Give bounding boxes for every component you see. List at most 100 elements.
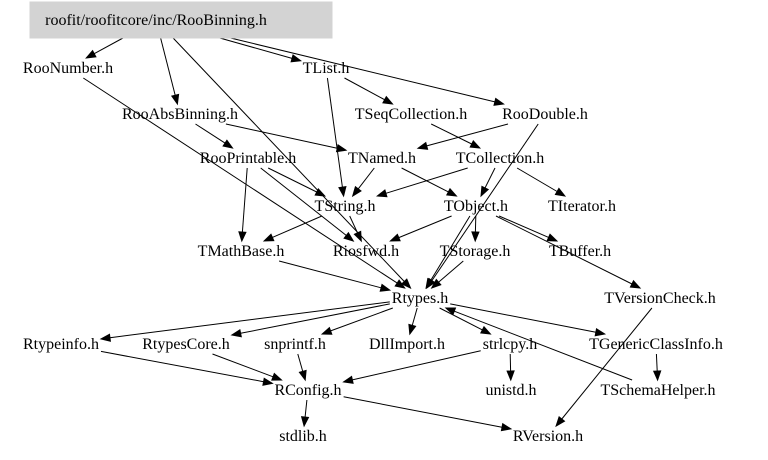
node-label-rtypes[interactable]: Rtypes.h (392, 290, 448, 307)
arrowhead-icon (99, 333, 111, 342)
arrowhead-icon (469, 140, 482, 149)
edges-layer (83, 37, 662, 432)
edge-roo-abs-binning-to-tnamed (225, 123, 338, 149)
arrowhead-icon (555, 415, 566, 428)
arrowhead-icon (554, 187, 567, 197)
edge-tcollection-to-tobject (484, 167, 496, 189)
edge-roo-printable-to-tstring (267, 167, 317, 193)
node-label-roo-abs-binning[interactable]: RooAbsBinning.h (122, 106, 238, 123)
edge-root-to-roo-abs-binning (160, 37, 176, 96)
edge-tobject-to-riosfwd (398, 215, 452, 239)
edge-tstring-to-riosfwd (349, 215, 358, 234)
arrowhead-icon (375, 189, 388, 198)
arrowhead-icon (335, 143, 348, 153)
edge-tstorage-to-rtypes (438, 260, 464, 283)
edge-root-to-rtypes (172, 37, 405, 282)
arrowhead-icon (314, 188, 327, 197)
node-label-tgeneric-class-info[interactable]: TGenericClassInfo.h (589, 336, 723, 353)
edge-rtypes-to-strlcpy (439, 307, 483, 331)
edge-roo-printable-to-riosfwd (260, 167, 347, 236)
edge-roo-double-to-rtypes (431, 123, 539, 281)
node-label-tmath-base[interactable]: TMathBase.h (198, 243, 285, 260)
arrowhead-icon (594, 327, 607, 337)
edge-tnamed-to-tobject (401, 167, 449, 193)
arrowhead-icon (480, 325, 492, 335)
arrowhead-icon (353, 230, 362, 243)
node-label-tcollection[interactable]: TCollection.h (456, 150, 544, 167)
arrowhead-icon (493, 97, 505, 106)
node-label-tnamed[interactable]: TNamed.h (348, 150, 416, 167)
node-label-tschema-helper[interactable]: TSchemaHelper.h (600, 382, 715, 399)
edge-tlist-to-tseq-collection (344, 77, 385, 101)
arrowhead-icon (338, 186, 347, 198)
edge-rtypeinfo-to-rconfig (100, 350, 264, 383)
edge-tseq-collection-to-tcollection (430, 123, 472, 145)
node-label-unistd[interactable]: unistd.h (485, 382, 536, 399)
node-label-roo-printable[interactable]: RooPrintable.h (200, 150, 296, 167)
node-label-tseq-collection[interactable]: TSeqCollection.h (355, 106, 467, 123)
node-label-snprintf[interactable]: snprintf.h (264, 336, 326, 353)
arrowhead-icon (300, 416, 310, 428)
edge-rtypes-to-snprintf (330, 307, 393, 332)
edge-strlcpy-to-rconfig (352, 350, 481, 381)
node-label-dll-import[interactable]: DllImport.h (369, 336, 445, 353)
edge-snprintf-to-rconfig (297, 353, 304, 372)
edge-tobject-to-tbuffer (498, 215, 549, 238)
edge-tgeneric-class-info-to-tschema-helper (655, 353, 658, 372)
arrowhead-icon (343, 231, 355, 242)
arrowhead-icon (382, 95, 394, 105)
arrowhead-icon (389, 233, 401, 242)
node-label-rversion[interactable]: RVersion.h (513, 428, 583, 445)
edge-tstring-to-tmath-base (272, 215, 323, 238)
node-label-tlist[interactable]: TList.h (303, 60, 350, 77)
node-label-roo-double[interactable]: RooDouble.h (502, 106, 588, 123)
node-label-tstring[interactable]: TString.h (315, 198, 376, 215)
edge-tcollection-to-tstring (385, 167, 468, 194)
arrowhead-icon (430, 278, 442, 289)
nodes-layer: roofit/roofitcore/inc/RooBinning.hRooNum… (23, 1, 723, 445)
arrowhead-icon (290, 54, 303, 63)
edge-tmath-base-to-rtypes (278, 260, 382, 289)
node-label-strlcpy[interactable]: strlcpy.h (483, 336, 538, 353)
edge-rtypes-to-dll-import (411, 307, 418, 326)
node-label-tobject[interactable]: TObject.h (444, 198, 508, 215)
arrowhead-icon (351, 185, 362, 198)
arrowhead-icon (262, 377, 274, 386)
arrowhead-icon (500, 422, 513, 432)
node-label-stdlib[interactable]: stdlib.h (279, 428, 327, 445)
node-label-root[interactable]: roofit/roofitcore/inc/RooBinning.h (45, 12, 267, 29)
arrowhead-icon (652, 370, 662, 382)
arrowhead-icon (408, 323, 417, 336)
node-label-tstorage[interactable]: TStorage.h (440, 243, 511, 260)
arrowhead-icon (400, 278, 412, 290)
node-label-rtypeinfo[interactable]: Rtypeinfo.h (23, 336, 99, 353)
node-label-rconfig[interactable]: RConfig.h (274, 382, 341, 399)
node-label-tbuffer[interactable]: TBuffer.h (549, 243, 611, 260)
arrowhead-icon (394, 279, 406, 289)
edge-rtypes-core-to-rconfig (212, 353, 274, 378)
arrowhead-icon (629, 279, 642, 289)
edge-tversion-check-to-rversion (561, 307, 653, 420)
edge-tobject-to-tversion-check (495, 215, 633, 285)
edge-rconfig-to-stdlib (304, 399, 308, 418)
arrowhead-icon (262, 233, 275, 242)
node-label-riosfwd[interactable]: Riosfwd.h (333, 243, 399, 260)
node-label-roo-number[interactable]: RooNumber.h (23, 60, 113, 77)
arrowhead-icon (271, 372, 283, 381)
node-label-rtypes-core[interactable]: RtypesCore.h (142, 336, 230, 353)
edge-root-to-roo-number (93, 37, 124, 55)
node-label-titerator[interactable]: TIterator.h (548, 198, 616, 215)
edge-rtypes-to-tgeneric-class-info (450, 303, 596, 333)
edge-roo-double-to-tnamed (426, 123, 509, 147)
edge-tcollection-to-titerator (516, 167, 558, 192)
root-node-box (29, 1, 333, 39)
arrowhead-icon (444, 307, 457, 316)
arrowhead-icon (379, 283, 392, 292)
edge-rtypes-to-rtypeinfo (109, 301, 390, 339)
arrowhead-icon (85, 49, 97, 59)
arrowhead-icon (230, 328, 242, 338)
edge-tnamed-to-tstring (357, 167, 375, 190)
arrowhead-icon (546, 233, 559, 242)
node-label-tversion-check[interactable]: TVersionCheck.h (604, 290, 716, 307)
